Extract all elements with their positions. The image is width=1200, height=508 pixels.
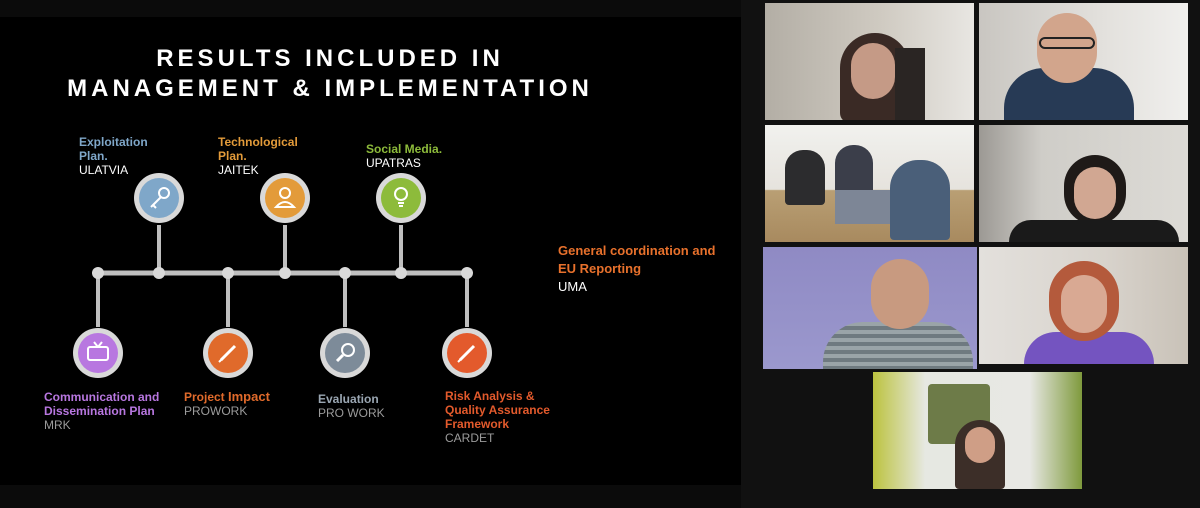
key-icon: [134, 173, 184, 223]
presentation-slide: RESULTS INCLUDED IN MANAGEMENT & IMPLEME…: [0, 17, 741, 485]
label-title-big: Impact: [228, 389, 270, 404]
lightbulb-icon: [376, 173, 426, 223]
label-general-coordination: General coordination and EU Reporting UM…: [558, 242, 728, 296]
label-technological: Technological Plan. JAITEK: [218, 135, 318, 177]
video-tile-participant-3[interactable]: [765, 125, 974, 242]
video-tile-participant-6[interactable]: [979, 247, 1188, 364]
label-title: Risk Analysis & Quality Assurance Framew…: [445, 389, 550, 431]
video-tile-participant-5-active[interactable]: [763, 247, 977, 369]
label-org: UMA: [558, 279, 587, 294]
label-evaluation: Evaluation PRO WORK: [318, 392, 428, 420]
label-org: ULATVIA: [79, 163, 129, 177]
label-title: General coordination and EU Reporting: [558, 243, 716, 276]
label-risk-analysis: Risk Analysis & Quality Assurance Framew…: [445, 389, 565, 445]
label-exploitation: Exploitation Plan. ULATVIA: [79, 135, 169, 177]
user-icon: [260, 173, 310, 223]
slide-title-line2: MANAGEMENT & IMPLEMENTATION: [67, 75, 593, 102]
label-org: PROWORK: [184, 404, 248, 418]
pencil-icon: [442, 328, 492, 378]
label-org: PRO WORK: [318, 406, 385, 420]
label-project-impact: Project Impact PROWORK: [184, 389, 304, 419]
video-tile-participant-2[interactable]: [979, 3, 1188, 120]
video-tile-participant-1[interactable]: [765, 3, 974, 120]
label-org: JAITEK: [218, 163, 259, 177]
label-title-prefix: Project: [184, 390, 229, 404]
label-org: UPATRAS: [366, 156, 421, 170]
label-communication: Communication and Dissemination Plan MRK: [44, 390, 164, 432]
label-org: MRK: [44, 418, 71, 432]
video-tile-participant-7[interactable]: [873, 372, 1082, 489]
label-title: Project Impact: [184, 389, 304, 405]
label-title: Social Media.: [366, 142, 443, 156]
label-social-media: Social Media. UPATRAS: [366, 142, 476, 170]
label-title: Evaluation: [318, 392, 379, 406]
magnifier-icon: [320, 328, 370, 378]
slide-title-line1: RESULTS INCLUDED IN: [156, 45, 504, 72]
video-tile-participant-4[interactable]: [979, 125, 1188, 242]
label-title: Communication and Dissemination Plan: [44, 390, 160, 418]
participants-panel: [741, 0, 1200, 508]
tv-icon: [73, 328, 123, 378]
label-org: CARDET: [445, 431, 495, 445]
timeline-diagram: [73, 173, 492, 378]
label-title: Exploitation Plan.: [79, 135, 148, 163]
label-title: Technological Plan.: [218, 135, 298, 163]
timeline-dots: [92, 267, 473, 279]
pencil-icon: [203, 328, 253, 378]
